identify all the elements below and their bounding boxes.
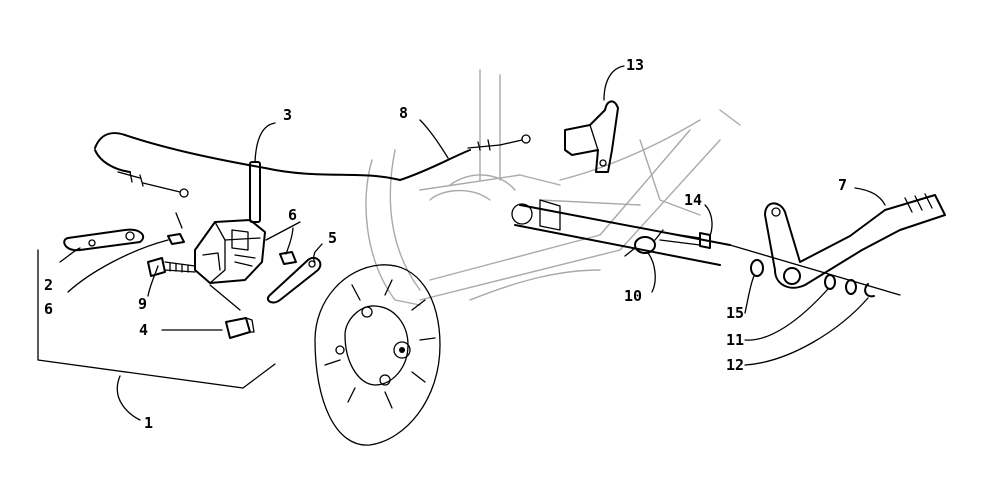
caliper-guide-line (265, 221, 301, 241)
callout-3: 3 (283, 106, 292, 124)
nut-right (279, 251, 297, 265)
brake-disc (314, 264, 441, 446)
callout-14: 14 (684, 191, 702, 209)
callout-11: 11 (726, 331, 744, 349)
pivot-bolt (659, 231, 711, 249)
retaining-clip (864, 283, 875, 298)
callout-4: 4 (139, 321, 148, 339)
brake-cable (94, 132, 531, 198)
pad-guide-line (209, 284, 241, 311)
pivot-shaft (511, 199, 901, 296)
brake-caliper (194, 219, 266, 284)
leader-3 (254, 122, 276, 163)
frame-background (365, 69, 741, 306)
callout-6-right: 6 (288, 206, 297, 224)
mount-bracket (564, 100, 619, 173)
leader-12 (744, 297, 869, 366)
caliper-bolt (147, 257, 196, 277)
leader-13 (603, 65, 625, 101)
leader-5 (313, 243, 323, 263)
nut-left (167, 233, 185, 245)
callout-13: 13 (626, 56, 644, 74)
callout-10: 10 (624, 287, 642, 305)
callout-12: 12 (726, 356, 744, 374)
leader-8 (419, 119, 449, 159)
washer-small (845, 279, 857, 295)
washer-15 (750, 259, 764, 277)
leader-7 (854, 187, 886, 206)
brake-pedal (764, 193, 946, 289)
callout-6-left: 6 (44, 300, 53, 318)
callout-7: 7 (838, 176, 847, 194)
leader-1 (116, 375, 141, 421)
leader-9 (147, 265, 159, 297)
leader-lines (59, 65, 886, 421)
leader-6a (67, 239, 169, 293)
leader-2 (59, 247, 81, 263)
callout-5: 5 (328, 229, 337, 247)
leader-14 (704, 204, 713, 237)
leader-6b (285, 227, 294, 255)
callout-9: 9 (138, 295, 147, 313)
caliper-lever-plate (63, 228, 145, 252)
leader-15 (744, 275, 755, 314)
kit-bracket-outline (37, 249, 276, 389)
callout-1: 1 (144, 414, 153, 432)
brake-pad (225, 317, 255, 339)
leader-11 (744, 288, 829, 341)
callout-8: 8 (399, 104, 408, 122)
washer-11 (824, 274, 836, 290)
caliper-bracket (266, 256, 322, 304)
callout-2: 2 (44, 276, 53, 294)
leader-10 (647, 252, 656, 293)
callout-labels: 1 2 3 4 5 6 6 7 8 9 10 11 12 13 14 15 (44, 56, 847, 432)
callout-15: 15 (726, 304, 744, 322)
pin-guide-line (175, 212, 183, 229)
caliper-pin (249, 161, 261, 223)
